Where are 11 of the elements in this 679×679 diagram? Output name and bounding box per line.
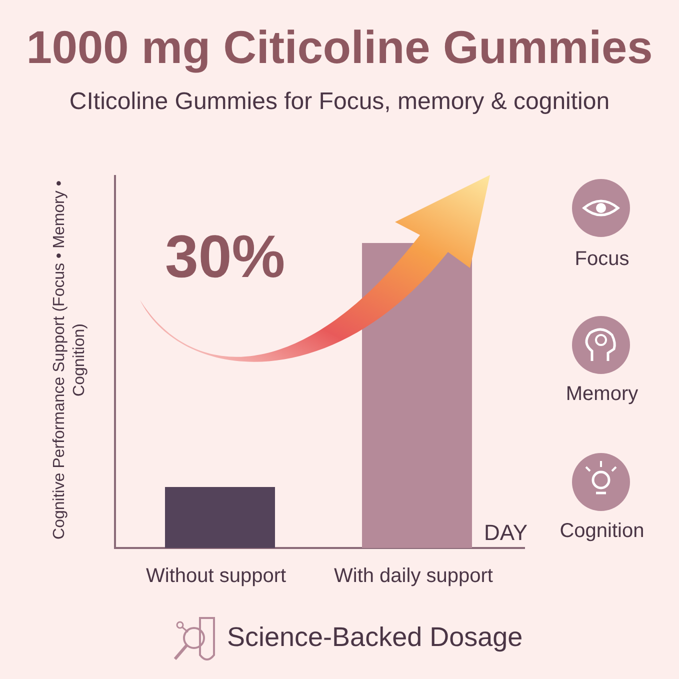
benefit-label: Cognition [558, 520, 646, 543]
axis-label: DAY [484, 520, 528, 546]
category-label: With daily support [334, 565, 493, 588]
subtitle: CIticoline Gummies for Focus, memory & cognition [68, 88, 611, 116]
title: 1000 mg Citicoline Gummies [25, 20, 654, 74]
axis-label: Cognitive Performance Support (Focus • Memory • Cognition) [50, 180, 89, 542]
benefit-label: Focus [574, 248, 630, 271]
footer-text: Science-Backed Dosage [227, 622, 523, 653]
percentage-label: 30% [165, 222, 286, 291]
benefit-label: Memory [564, 383, 640, 406]
category-label: Without support [146, 565, 286, 588]
